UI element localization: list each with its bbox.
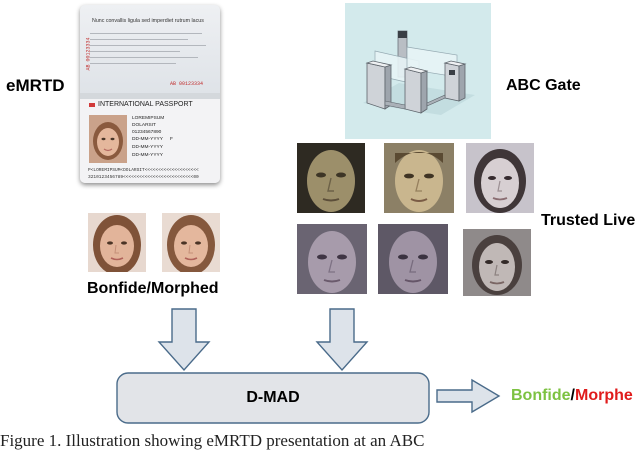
abc-gate-icon xyxy=(345,3,491,139)
passport-line xyxy=(90,33,202,34)
passport-band xyxy=(80,93,220,99)
trusted-live-face-image xyxy=(466,143,534,213)
trusted-live-face-image xyxy=(384,143,454,213)
passport-field: 01234567890 xyxy=(132,130,162,135)
passport-mrz-line: 3210123456789<<<<<<<<<<<<<<<<<<<<<<<<<<0… xyxy=(88,175,199,180)
passport-line xyxy=(90,57,198,58)
figure-caption: Figure 1. Illustration showing eMRTD pre… xyxy=(0,431,425,450)
down-arrow-icon xyxy=(157,308,211,372)
dmad-box xyxy=(116,372,430,424)
passport-field: LOREMIPSUM xyxy=(132,116,165,121)
morphed-face-image xyxy=(162,213,220,272)
emrtd-label: eMRTD xyxy=(6,76,65,95)
bonafide-face-image xyxy=(88,213,146,272)
passport-field: DD-MM-YYYY xyxy=(132,137,163,142)
trusted-live-label: Trusted Live xyxy=(541,212,636,229)
result-bonfide: Bonfide xyxy=(511,387,571,404)
trusted-live-face-image xyxy=(378,224,448,294)
bonfide-morphed-label: Bonfide/Morphed xyxy=(87,280,219,297)
passport-field: DD-MM-YYYY xyxy=(132,145,163,150)
passport-data-page-top xyxy=(80,5,220,93)
passport-line xyxy=(90,51,180,52)
passport-header-text: Nunc convallis ligula sed imperdiet rutr… xyxy=(92,18,204,24)
trusted-live-face-image xyxy=(463,229,531,296)
passport-number: AB 00123334 xyxy=(170,81,204,87)
right-arrow-icon xyxy=(436,378,501,414)
down-arrow-icon xyxy=(315,308,369,372)
passport-line xyxy=(90,63,176,64)
passport-field: DOLARSIT xyxy=(132,123,156,128)
passport-photo xyxy=(89,115,127,163)
result-morphed: Morphe xyxy=(575,387,633,404)
trusted-live-face-image xyxy=(297,224,367,294)
abc-gate-label: ABC Gate xyxy=(506,77,581,94)
trusted-live-face-image xyxy=(297,143,365,213)
result-label: Bonfide/Morphe xyxy=(511,387,633,405)
result-separator: / xyxy=(570,387,575,404)
passport-line xyxy=(90,39,188,40)
passport-field: DD-MM-YYYY xyxy=(132,153,163,158)
passport-line xyxy=(90,45,206,46)
passport-mrz-line: P<LOREMIPSUM<DOLARSIT<<<<<<<<<<<<<<<<<<<… xyxy=(88,168,199,173)
dmad-label: D-MAD xyxy=(246,389,300,406)
passport-field: F xyxy=(170,137,173,142)
passport-icon: Nunc convallis ligula sed imperdiet rutr… xyxy=(80,5,220,183)
passport-title: INTERNATIONAL PASSPORT xyxy=(98,101,193,108)
flag-icon xyxy=(89,103,95,107)
